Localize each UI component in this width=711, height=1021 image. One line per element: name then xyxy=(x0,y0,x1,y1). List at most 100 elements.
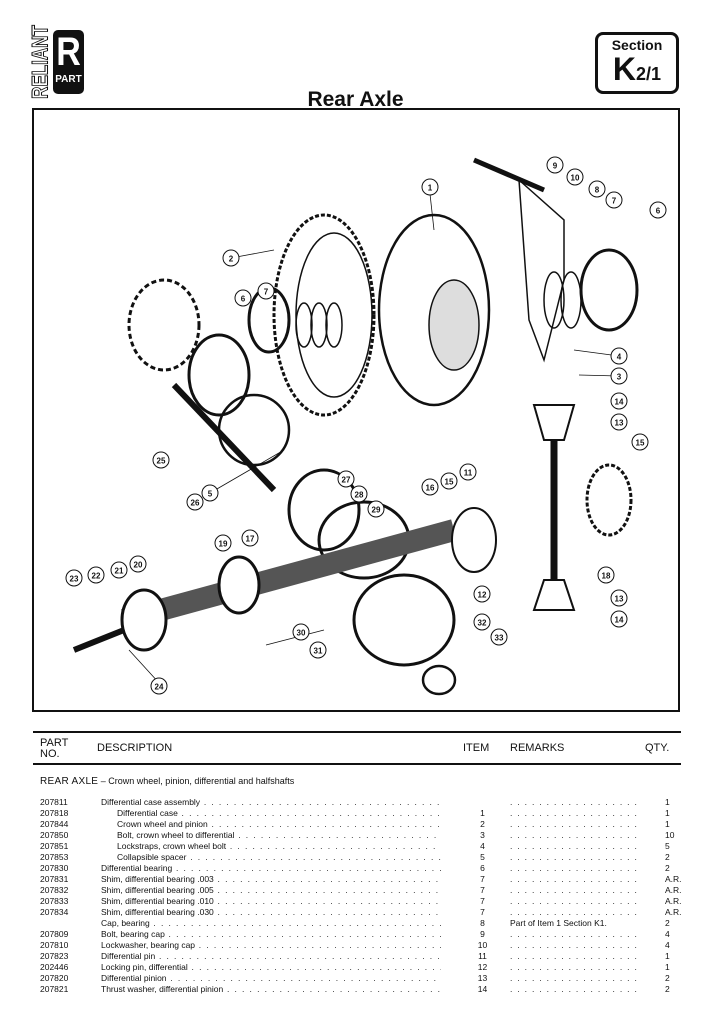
section-label: Section xyxy=(611,37,663,53)
remarks xyxy=(510,874,642,885)
callout-1: 1 xyxy=(421,178,439,196)
section-number: 2/1 xyxy=(636,64,662,84)
item-number: 8 xyxy=(480,918,485,928)
remarks xyxy=(510,863,642,874)
table-row: Cap, bearing8Part of Item 1 Section K1.2 xyxy=(0,918,711,929)
quantity: 1 xyxy=(665,819,670,829)
logo-brand: RELIANT xyxy=(28,25,54,100)
remarks xyxy=(510,819,642,830)
description: Shim, differential bearing .005 xyxy=(101,885,441,896)
part-number: 207811 xyxy=(40,797,68,807)
callout-26: 26 xyxy=(186,493,204,511)
callout-27: 27 xyxy=(337,470,355,488)
quantity: 2 xyxy=(665,973,670,983)
description: Shim, differential bearing .003 xyxy=(101,874,441,885)
description: Thrust washer, differential pinion xyxy=(101,984,441,995)
logo-badge: R PART xyxy=(53,30,84,94)
remarks xyxy=(510,940,642,951)
quantity: 1 xyxy=(665,962,670,972)
description: Collapsible spacer xyxy=(117,852,441,863)
item-number: 1 xyxy=(480,808,485,818)
group-heading: REAR AXLE – Crown wheel, pinion, differe… xyxy=(40,776,294,787)
differential-case xyxy=(377,213,491,407)
description: Differential pin xyxy=(101,951,441,962)
remarks xyxy=(510,808,642,819)
header-qty: QTY. xyxy=(645,742,670,754)
item-number: 12 xyxy=(477,962,488,972)
reliant-part-logo: RELIANT R PART xyxy=(28,25,90,100)
quantity: A.R. xyxy=(665,885,682,895)
header-part-no: PART NO. xyxy=(40,737,69,760)
quantity: 4 xyxy=(665,929,670,939)
description: Lockstraps, crown wheel bolt xyxy=(117,841,441,852)
callout-25: 25 xyxy=(152,451,170,469)
callout-13: 13 xyxy=(610,413,628,431)
quantity: A.R. xyxy=(665,907,682,917)
callout-6: 6 xyxy=(649,201,667,219)
quantity: 10 xyxy=(665,830,675,840)
callout-2: 2 xyxy=(222,249,240,267)
part-number: 207820 xyxy=(40,973,69,983)
callout-10: 10 xyxy=(566,168,584,186)
quantity: 2 xyxy=(665,852,670,862)
part-number: 207834 xyxy=(40,907,69,917)
table-header-rule xyxy=(33,763,681,765)
quantity: 5 xyxy=(665,841,670,851)
part-number: 207832 xyxy=(40,885,69,895)
logo-letter: R xyxy=(56,30,81,74)
callout-30: 30 xyxy=(292,623,310,641)
callout-28: 28 xyxy=(350,485,368,503)
callout-6: 6 xyxy=(234,289,252,307)
remarks xyxy=(510,852,642,863)
quantity: A.R. xyxy=(665,896,682,906)
callout-5: 5 xyxy=(201,484,219,502)
item-number: 9 xyxy=(480,929,485,939)
callout-19: 19 xyxy=(214,534,232,552)
item-number: 13 xyxy=(477,973,488,983)
remarks xyxy=(510,929,642,940)
quantity: 2 xyxy=(665,863,670,873)
callout-21: 21 xyxy=(110,561,128,579)
remarks: Part of Item 1 Section K1. xyxy=(510,918,607,928)
callout-7: 7 xyxy=(257,282,275,300)
item-number: 11 xyxy=(478,951,487,961)
part-number: 207831 xyxy=(40,874,69,884)
quantity: 2 xyxy=(665,984,670,994)
exploded-drawing xyxy=(72,157,639,696)
description: Differential pinion xyxy=(101,973,441,984)
remarks xyxy=(510,797,642,808)
section-letter: K xyxy=(612,51,637,87)
remarks xyxy=(510,962,642,973)
callout-22: 22 xyxy=(87,566,105,584)
part-number: 207810 xyxy=(40,940,69,950)
part-number: 207853 xyxy=(40,852,69,862)
item-number: 4 xyxy=(480,841,485,851)
callout-9: 9 xyxy=(546,156,564,174)
callout-8: 8 xyxy=(588,180,606,198)
table-row: 207851 Lockstraps, crown wheel bolt 4 5 xyxy=(0,841,711,852)
item-number: 14 xyxy=(477,984,488,994)
callout-18: 18 xyxy=(597,566,615,584)
part-number: 202446 xyxy=(40,962,69,972)
remarks xyxy=(510,907,642,918)
callout-4: 4 xyxy=(610,347,628,365)
crown-wheel xyxy=(272,213,376,417)
callout-13: 13 xyxy=(610,589,628,607)
header-description: DESCRIPTION xyxy=(97,742,173,754)
callout-11: 11 xyxy=(459,463,477,481)
callout-17: 17 xyxy=(241,529,259,547)
part-number: 207851 xyxy=(40,841,69,851)
description: Differential case xyxy=(117,808,441,819)
remarks xyxy=(510,830,642,841)
item-number: 6 xyxy=(480,863,485,873)
remarks xyxy=(510,951,642,962)
